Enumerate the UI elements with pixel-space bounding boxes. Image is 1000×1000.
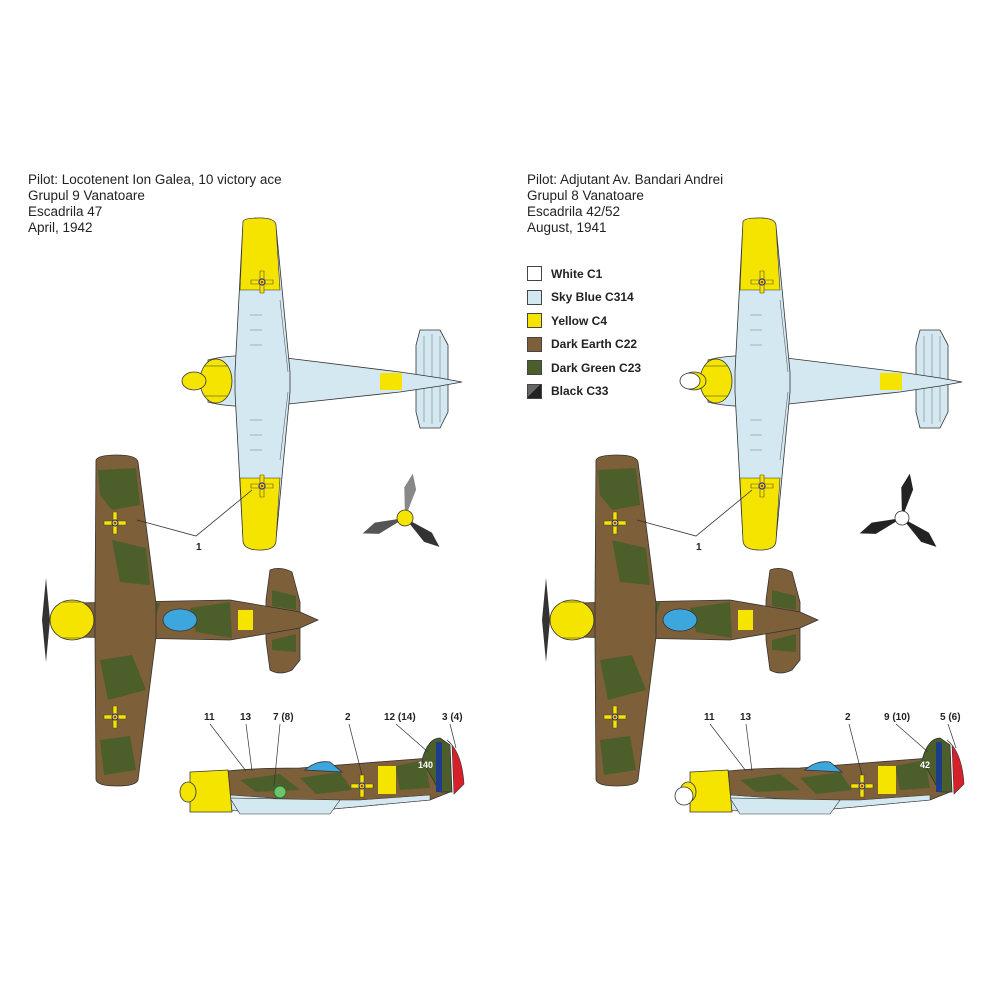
right-date-line: August, 1941 <box>527 220 607 235</box>
right-camo-propeller <box>542 578 550 662</box>
left-profile-caption: Pilot: Locotenent Ion Galea, 10 victory … <box>28 172 282 236</box>
left-callout-13: 13 <box>240 712 252 723</box>
left-date-line: April, 1942 <box>28 220 93 235</box>
legend-swatch-black <box>527 383 542 399</box>
right-profile-caption: Pilot: Adjutant Av. Bandari Andrei Grupu… <box>527 172 723 236</box>
right-callout-11: 11 <box>704 712 715 723</box>
legend-item-white: White C1 <box>527 262 641 286</box>
left-propeller <box>362 473 440 547</box>
legend-item-dark-earth: Dark Earth C22 <box>527 333 641 357</box>
right-top-view <box>682 218 962 550</box>
left-group-line: Grupul 9 Vanatoare <box>28 188 145 203</box>
legend-item-yellow: Yellow C4 <box>527 309 641 333</box>
legend-label-dark-green: Dark Green C23 <box>551 360 642 375</box>
right-callout-13: 13 <box>740 712 752 723</box>
right-group-line: Grupul 8 Vanatoare <box>527 188 644 203</box>
right-squadron-line: Escadrila 42/52 <box>527 204 621 219</box>
right-callout-5-6: 5 (6) <box>940 712 961 723</box>
left-callout-2: 2 <box>345 712 351 723</box>
right-pointer-label: 1 <box>696 542 702 553</box>
legend-label-yellow: Yellow C4 <box>551 313 608 328</box>
left-callout-12-14: 12 (14) <box>384 712 416 723</box>
legend-label-dark-earth: Dark Earth C22 <box>551 337 638 352</box>
right-pointer-line <box>636 489 753 537</box>
left-pointer-line <box>136 489 253 537</box>
right-pilot-line: Pilot: Adjutant Av. Bandari Andrei <box>527 172 724 187</box>
legend-item-sky-blue: Sky Blue C314 <box>527 286 641 310</box>
left-callout-leaders <box>209 723 457 787</box>
left-camo-propeller <box>42 578 50 662</box>
right-side-spinner <box>674 786 694 806</box>
legend-label-white: White C1 <box>551 266 603 281</box>
left-top-view <box>182 218 462 550</box>
right-tail-code: 42 <box>920 760 930 770</box>
legend-swatch-dark-green <box>527 360 542 376</box>
right-rudder-tricolor <box>946 739 965 795</box>
left-squadron-line: Escadrila 47 <box>28 204 103 219</box>
left-callout-11: 11 <box>204 712 215 723</box>
left-callout-3-4: 3 (4) <box>442 712 463 723</box>
right-top-spinner <box>679 372 701 390</box>
left-squadron-emblem <box>273 785 287 799</box>
right-callout-9-10: 9 (10) <box>884 712 910 723</box>
legend-swatch-white <box>527 266 542 282</box>
right-callout-leaders <box>709 723 957 776</box>
left-pointer-label: 1 <box>196 542 202 553</box>
legend-swatch-yellow <box>527 313 542 329</box>
legend-label-black: Black C33 <box>551 384 609 399</box>
left-callout-7-8: 7 (8) <box>273 712 294 723</box>
legend-label-sky-blue: Sky Blue C314 <box>551 290 634 305</box>
left-rudder-tricolor <box>446 739 465 795</box>
color-legend: White C1 Sky Blue C314 Yellow C4 Dark Ea… <box>527 262 641 403</box>
left-tail-code: 140 <box>418 760 433 770</box>
left-pilot-line: Pilot: Locotenent Ion Galea, 10 victory … <box>28 172 282 187</box>
legend-item-black: Black C33 <box>527 380 641 404</box>
right-callout-2: 2 <box>845 712 851 723</box>
left-side-view <box>180 738 452 814</box>
right-side-view <box>680 738 952 814</box>
legend-swatch-dark-earth <box>527 336 542 352</box>
right-propeller <box>859 473 937 547</box>
legend-item-dark-green: Dark Green C23 <box>527 356 641 380</box>
legend-swatch-sky-blue <box>527 289 542 305</box>
